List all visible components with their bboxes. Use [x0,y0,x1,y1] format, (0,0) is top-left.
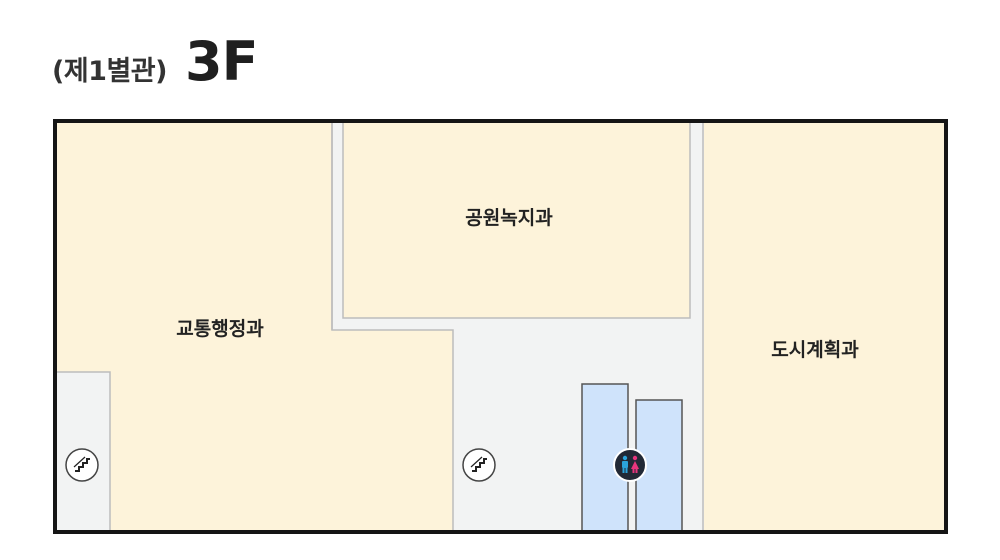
label-parks-greenery: 공원녹지과 [465,207,553,229]
stairs-icon[interactable] [65,448,99,482]
label-urban-planning: 도시계획과 [771,339,859,361]
room-parks-greenery[interactable] [342,120,691,319]
room-urban-planning[interactable] [704,121,946,532]
floor-number: 3F [185,30,258,93]
floor-title: (제1별관) 3F [52,30,258,94]
building-name: (제1별관) [52,56,168,87]
building-outline [53,119,948,534]
stairs-icon[interactable] [462,448,496,482]
label-traffic-admin: 교통행정과 [176,318,264,340]
restroom-icon[interactable] [613,448,647,482]
